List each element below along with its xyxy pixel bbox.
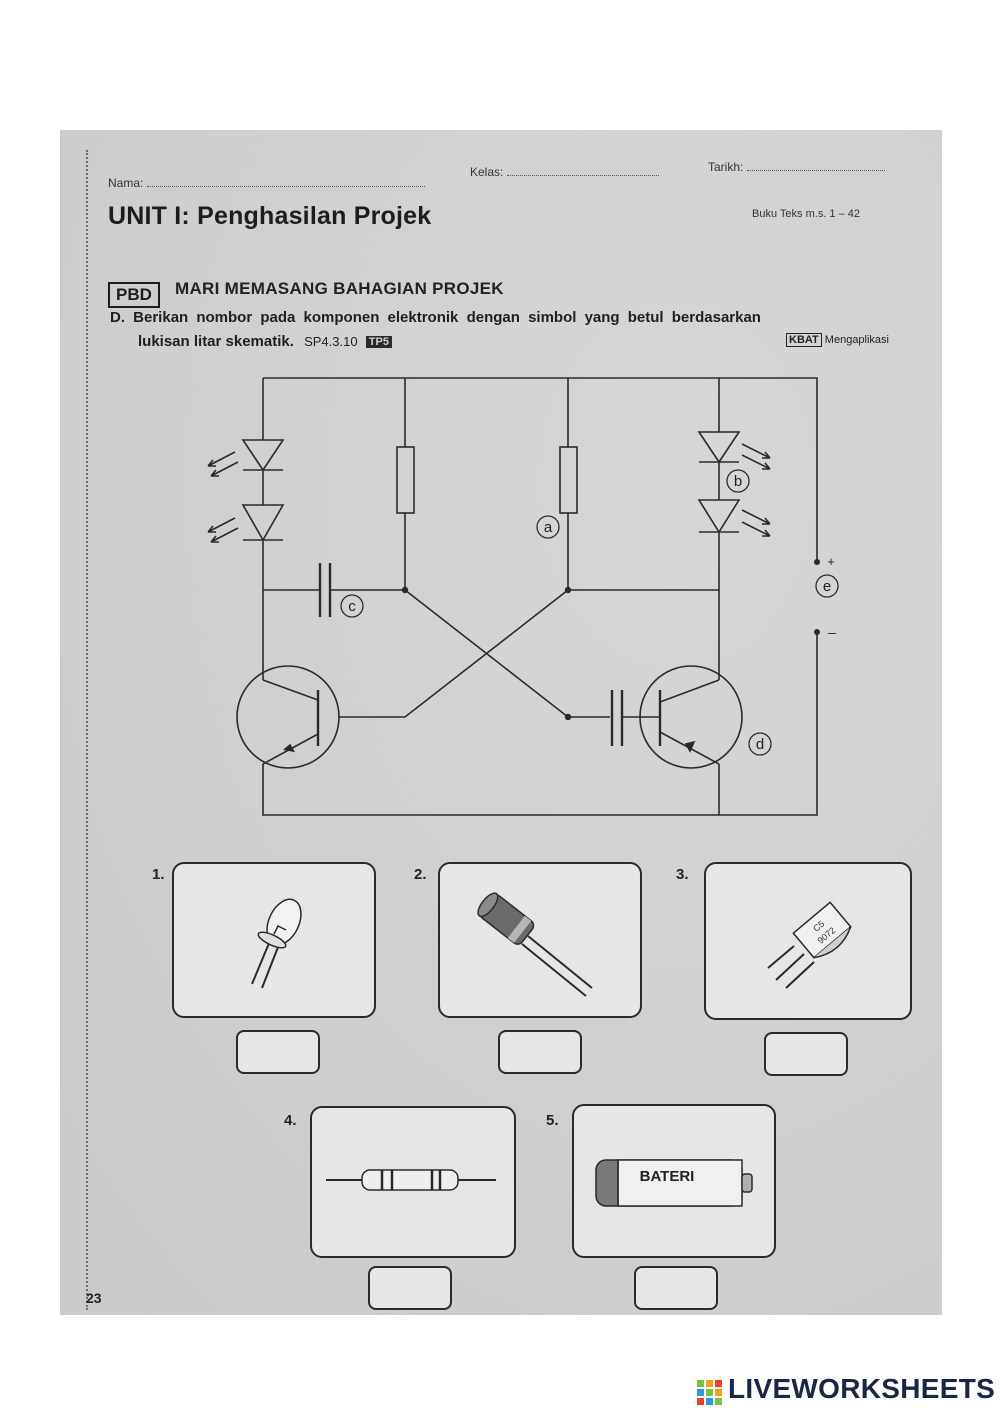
transistor-symbol-d: [639, 665, 743, 769]
resistor-symbol-left: [396, 446, 415, 514]
answer-box-1[interactable]: [236, 1030, 320, 1074]
label-d: d: [756, 736, 764, 753]
led-symbol-left-2: [207, 504, 285, 543]
led-symbol-right-2: [697, 499, 771, 537]
tarikh-field: Tarikh:: [708, 160, 885, 174]
kbat-badge: KBAT: [786, 333, 822, 347]
tarikh-line[interactable]: [746, 160, 885, 171]
sp-code: SP4.3.10: [304, 334, 358, 349]
liveworksheets-brand[interactable]: LIVEWORKSHEETS: [728, 1373, 996, 1404]
kelas-line[interactable]: [506, 165, 659, 176]
kbat-text: Mengaplikasi: [824, 334, 889, 346]
schematic-circuit: a b c d e + –: [207, 377, 839, 816]
answer-box-2[interactable]: [498, 1030, 582, 1074]
kelas-label: Kelas:: [470, 165, 504, 179]
question-text: D. Berikan nombor pada komponen elektron…: [110, 309, 761, 350]
led-symbol-left-1: [207, 439, 285, 477]
nama-line[interactable]: [146, 176, 425, 187]
transistor-symbol-left: [236, 665, 340, 769]
card-transistor: C5 9072: [704, 862, 912, 1020]
label-a: a: [544, 519, 553, 536]
card-2-number: 2.: [414, 866, 427, 883]
question-line-2: lukisan litar skematik. SP4.3.10 TP5: [138, 333, 392, 350]
question-line-2-text: lukisan litar skematik.: [138, 333, 294, 350]
cut-line: [86, 150, 88, 1310]
card-led: [172, 862, 376, 1018]
card-5-number: 5.: [546, 1112, 559, 1129]
label-c: c: [348, 598, 356, 615]
answer-box-5[interactable]: [634, 1266, 718, 1310]
card-4-number: 4.: [284, 1112, 297, 1129]
resistor-icon: [326, 1169, 496, 1191]
label-b: b: [734, 473, 742, 490]
positive-rail: [719, 377, 818, 560]
led-icon: [251, 898, 302, 989]
transistor-icon: C5 9072: [767, 901, 852, 989]
answer-box-4[interactable]: [368, 1266, 452, 1310]
worksheet-page: [60, 130, 942, 1315]
kelas-field: Kelas:: [470, 165, 659, 179]
tarikh-label: Tarikh:: [708, 160, 744, 174]
liveworksheets-logo-icon: [697, 1380, 722, 1405]
section-title: MARI MEMASANG BAHAGIAN PROJEK: [175, 279, 504, 298]
card-capacitor: [438, 862, 642, 1018]
pbd-badge: PBD: [108, 282, 160, 308]
unit-title: UNIT I: Penghasilan Projek: [108, 202, 432, 230]
nama-field: Nama:: [108, 176, 425, 190]
nama-label: Nama:: [108, 176, 144, 190]
battery-label: BATERI: [640, 1168, 695, 1185]
card-1-number: 1.: [152, 866, 165, 883]
question-line-1: D. Berikan nombor pada komponen elektron…: [110, 309, 761, 326]
circuit-label-circles: [340, 469, 839, 756]
capacitor-symbol-right: [610, 690, 624, 746]
capacitor-symbol-c: [318, 563, 332, 617]
book-reference: Buku Teks m.s. 1 – 42: [752, 208, 861, 220]
kbat-tag: KBAT Mengaplikasi: [786, 333, 889, 347]
resistor-symbol-a: [559, 446, 578, 514]
label-e: e: [823, 578, 831, 595]
bottom-rail: [262, 632, 818, 816]
label-minus: –: [828, 624, 836, 640]
tp-badge: TP5: [365, 336, 392, 348]
page-number: 23: [86, 1290, 102, 1306]
junction-dots: [401, 559, 820, 721]
card-battery: BATERI: [572, 1104, 776, 1258]
led-symbol-right-1: [697, 431, 771, 470]
answer-box-3[interactable]: [764, 1032, 848, 1076]
card-3-number: 3.: [676, 866, 689, 883]
capacitor-icon: [477, 892, 593, 997]
label-plus: +: [827, 554, 835, 569]
battery-icon: BATERI: [595, 1159, 753, 1207]
card-resistor: [310, 1106, 516, 1258]
